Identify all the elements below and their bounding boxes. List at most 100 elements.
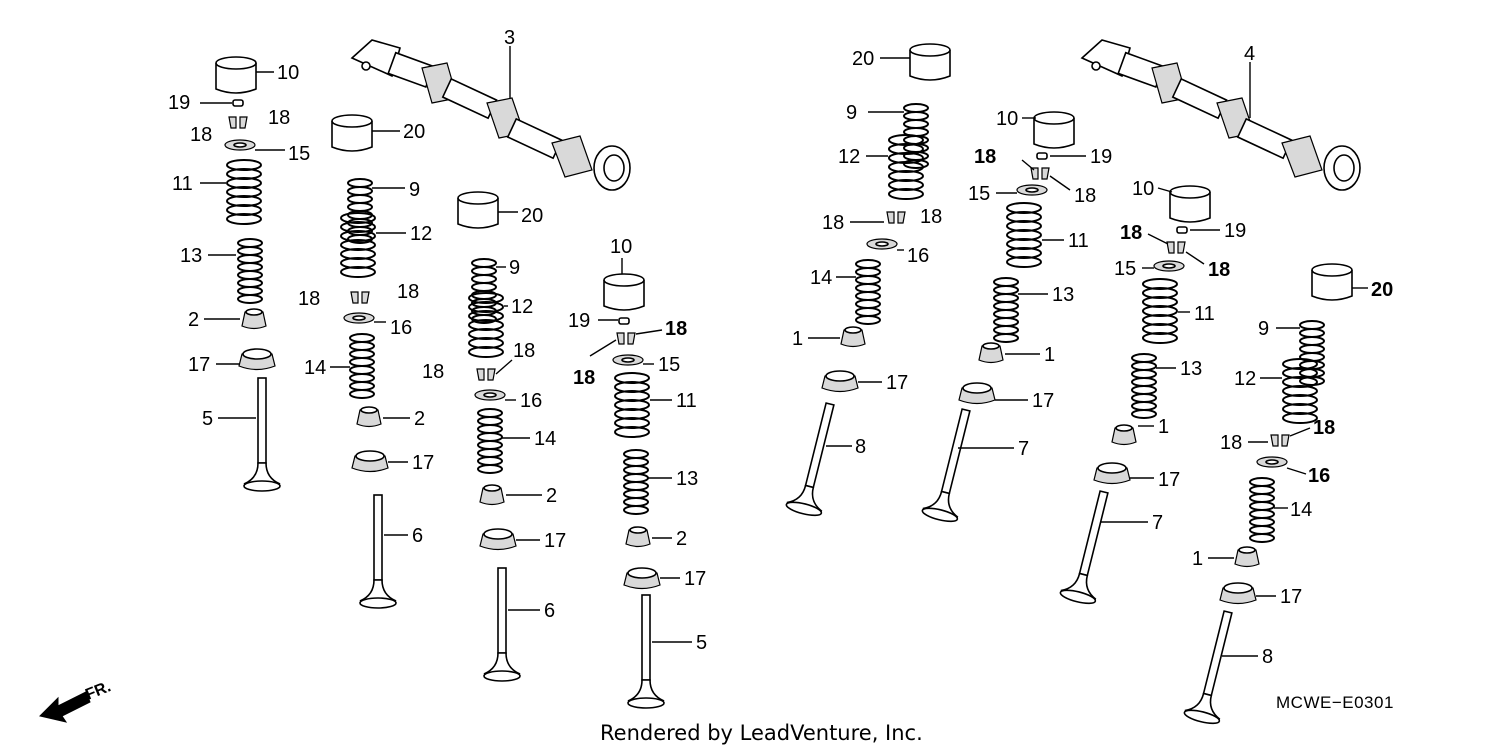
callout-18: 18 bbox=[1208, 259, 1230, 281]
spring-9 bbox=[471, 258, 497, 324]
camshaft-4: 4 bbox=[1081, 39, 1361, 191]
callout-18: 18 bbox=[268, 107, 290, 129]
stem-seal-2 bbox=[241, 308, 267, 330]
callout-11: 11 bbox=[1194, 303, 1215, 325]
outer-spring-11 bbox=[1142, 278, 1178, 344]
spring-seat-17 bbox=[1219, 582, 1257, 605]
stem-seal-2 bbox=[625, 526, 651, 548]
callout-12: 12 bbox=[1234, 368, 1256, 390]
exhaust-valve-6 bbox=[359, 494, 397, 609]
inner-spring-13 bbox=[1131, 353, 1157, 419]
callout-15: 15 bbox=[288, 143, 310, 165]
callout-20: 20 bbox=[521, 205, 543, 227]
callout-1: 1 bbox=[1192, 548, 1203, 570]
spring-12 bbox=[1282, 358, 1318, 424]
valve-assembly-column-h: 20 9 12 18 18 16 14 1 17 8 bbox=[1182, 263, 1393, 727]
tappet-bucket-10 bbox=[603, 273, 645, 311]
callout-16: 16 bbox=[390, 317, 412, 339]
valve-assembly-column-b: 20 9 12 18 18 16 14 2 17 6 bbox=[298, 114, 434, 609]
retainer-15 bbox=[224, 139, 256, 151]
tappet-bucket-20 bbox=[909, 43, 951, 81]
valve-assembly-column-c: 20 9 12 18 18 16 14 2 17 6 bbox=[422, 191, 566, 682]
callout-11: 11 bbox=[676, 390, 697, 412]
callout-8: 8 bbox=[855, 436, 866, 458]
callout-16: 16 bbox=[1308, 465, 1330, 487]
stem-seal-1 bbox=[1111, 424, 1137, 446]
retainer-16 bbox=[343, 312, 375, 324]
front-label: FR. bbox=[83, 678, 113, 703]
cotters-18 bbox=[350, 291, 370, 304]
callout-2: 2 bbox=[676, 528, 687, 550]
callout-12: 12 bbox=[511, 296, 533, 318]
stem-seal-1 bbox=[840, 326, 866, 348]
intake-valve-7 bbox=[920, 404, 985, 525]
spring-seat-17 bbox=[479, 528, 517, 551]
valve-assembly-column-e: 20 9 12 18 18 16 14 1 17 8 bbox=[784, 43, 951, 519]
callout-17: 17 bbox=[684, 568, 706, 590]
retainer-15 bbox=[612, 354, 644, 366]
callout-2: 2 bbox=[414, 408, 425, 430]
valve-assembly-column-g: 10 19 18 18 15 11 13 1 17 7 bbox=[1058, 178, 1246, 607]
callout-20: 20 bbox=[1371, 279, 1393, 301]
callout-6: 6 bbox=[412, 525, 423, 547]
stem-seal-1 bbox=[978, 342, 1004, 364]
camshaft-4-part bbox=[1081, 39, 1361, 191]
callout-17: 17 bbox=[412, 452, 434, 474]
spring-9 bbox=[1299, 320, 1325, 386]
stem-seal-2 bbox=[479, 484, 505, 506]
callout-17: 17 bbox=[544, 530, 566, 552]
callout-14: 14 bbox=[534, 428, 556, 450]
inner-spring-13 bbox=[623, 449, 649, 515]
callout-18: 18 bbox=[1120, 222, 1142, 244]
callout-18: 18 bbox=[397, 281, 419, 303]
exhaust-valve-8 bbox=[784, 398, 849, 519]
spring-12 bbox=[468, 292, 504, 358]
callout-16: 16 bbox=[907, 245, 929, 267]
callout-7: 7 bbox=[1018, 438, 1029, 460]
tappet-bucket-10 bbox=[215, 56, 257, 94]
tappet-bucket-10 bbox=[1033, 111, 1075, 149]
callout-19: 19 bbox=[568, 310, 590, 332]
callout-18: 18 bbox=[513, 340, 535, 362]
callout-9: 9 bbox=[409, 179, 420, 201]
callout-12: 12 bbox=[838, 146, 860, 168]
spring-14 bbox=[349, 333, 375, 399]
spring-14 bbox=[855, 259, 881, 325]
callout-9: 9 bbox=[1258, 318, 1269, 340]
callout-17: 17 bbox=[1280, 586, 1302, 608]
callout-13: 13 bbox=[1052, 284, 1074, 306]
cotters-18 bbox=[616, 332, 636, 345]
spring-seat-17 bbox=[821, 370, 859, 393]
callout-15: 15 bbox=[968, 183, 990, 205]
callout-18: 18 bbox=[1220, 432, 1242, 454]
callout-10: 10 bbox=[277, 62, 299, 84]
exhaust-valve-8 bbox=[1182, 606, 1247, 727]
camshaft-3: 3 bbox=[351, 27, 631, 191]
intake-valve-5 bbox=[627, 594, 665, 709]
valve-assembly-column-f: 10 19 18 18 15 11 13 1 17 7 bbox=[920, 108, 1112, 525]
callout-13: 13 bbox=[676, 468, 698, 490]
callout-18: 18 bbox=[190, 124, 212, 146]
stem-seal-1 bbox=[1234, 546, 1260, 568]
intake-valve-7 bbox=[1058, 486, 1123, 607]
callout-16: 16 bbox=[520, 390, 542, 412]
callout-15: 15 bbox=[658, 354, 680, 376]
spring-14 bbox=[1249, 477, 1275, 543]
tappet-bucket-20 bbox=[457, 191, 499, 229]
render-credit: Rendered by LeadVenture, Inc. bbox=[600, 721, 923, 745]
callout-15: 15 bbox=[1114, 258, 1136, 280]
retainer-16 bbox=[1256, 456, 1288, 468]
shim-19 bbox=[1176, 226, 1188, 234]
outer-spring-11 bbox=[1006, 202, 1042, 268]
callout-20: 20 bbox=[852, 48, 874, 70]
spring-seat-17 bbox=[238, 348, 276, 371]
callout-9: 9 bbox=[846, 102, 857, 124]
outer-spring-11 bbox=[226, 159, 262, 225]
cotters-18 bbox=[1270, 434, 1290, 447]
stem-seal-2 bbox=[356, 406, 382, 428]
callout-11: 11 bbox=[1068, 230, 1089, 252]
callout-18: 18 bbox=[1313, 417, 1335, 439]
callout-14: 14 bbox=[304, 357, 326, 379]
callout-1: 1 bbox=[1044, 344, 1055, 366]
callout-17: 17 bbox=[1032, 390, 1054, 412]
